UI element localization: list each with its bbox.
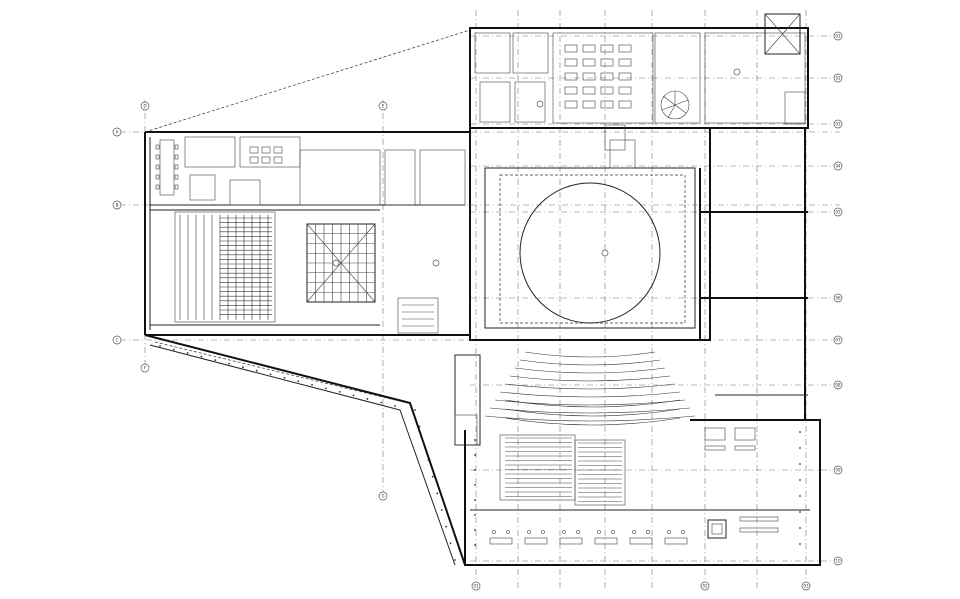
grid-bubble: 04 <box>833 161 843 171</box>
terrace <box>144 334 466 566</box>
grid-bubble: 07 <box>833 335 843 345</box>
grid-bubble: 03 <box>833 119 843 129</box>
grid-bubble: A <box>112 127 122 137</box>
grid-bubble: 06 <box>833 293 843 303</box>
grid-bubble: G <box>378 491 388 501</box>
svg-text:04: 04 <box>835 164 841 169</box>
svg-text:03: 03 <box>835 122 841 127</box>
svg-text:09: 09 <box>835 468 841 473</box>
svg-text:02: 02 <box>835 76 841 81</box>
south-foyer <box>464 419 821 566</box>
grid-bubble: 08 <box>833 380 843 390</box>
grid-bubble: 09 <box>833 465 843 475</box>
grid-bubble: 02 <box>833 73 843 83</box>
svg-text:01: 01 <box>835 34 841 39</box>
grid-bubble: 01 <box>833 31 843 41</box>
svg-text:07: 07 <box>835 338 841 343</box>
auditorium <box>454 339 700 506</box>
svg-text:01: 01 <box>473 584 479 589</box>
svg-text:C: C <box>116 338 119 343</box>
svg-text:B: B <box>116 203 119 208</box>
grid-bubbles: 01 02 03 01 02 03 04 05 06 07 08 09 10 A… <box>112 31 843 591</box>
svg-text:F: F <box>144 366 147 371</box>
svg-text:D: D <box>143 104 146 109</box>
grid-bubble: F <box>140 363 150 373</box>
svg-text:08: 08 <box>835 383 841 388</box>
left-wing <box>144 29 471 336</box>
svg-text:02: 02 <box>702 584 708 589</box>
svg-text:E: E <box>382 104 385 109</box>
svg-text:G: G <box>381 494 384 499</box>
svg-text:03: 03 <box>803 584 809 589</box>
grid-bubble: B <box>112 200 122 210</box>
svg-text:10: 10 <box>835 559 841 564</box>
grid-bubble: C <box>112 335 122 345</box>
grid-bubble: D <box>140 101 150 111</box>
grid-bubble: 10 <box>833 556 843 566</box>
grid-bubble: 02 <box>700 581 710 591</box>
grid-bubble: 03 <box>801 581 811 591</box>
grid-bubble: 05 <box>833 207 843 217</box>
grid-bubble: E <box>378 101 388 111</box>
grid-bubble: 01 <box>471 581 481 591</box>
left-hall-seating <box>174 211 276 323</box>
svg-text:06: 06 <box>835 296 841 301</box>
svg-text:A: A <box>116 130 119 135</box>
svg-text:05: 05 <box>835 210 841 215</box>
